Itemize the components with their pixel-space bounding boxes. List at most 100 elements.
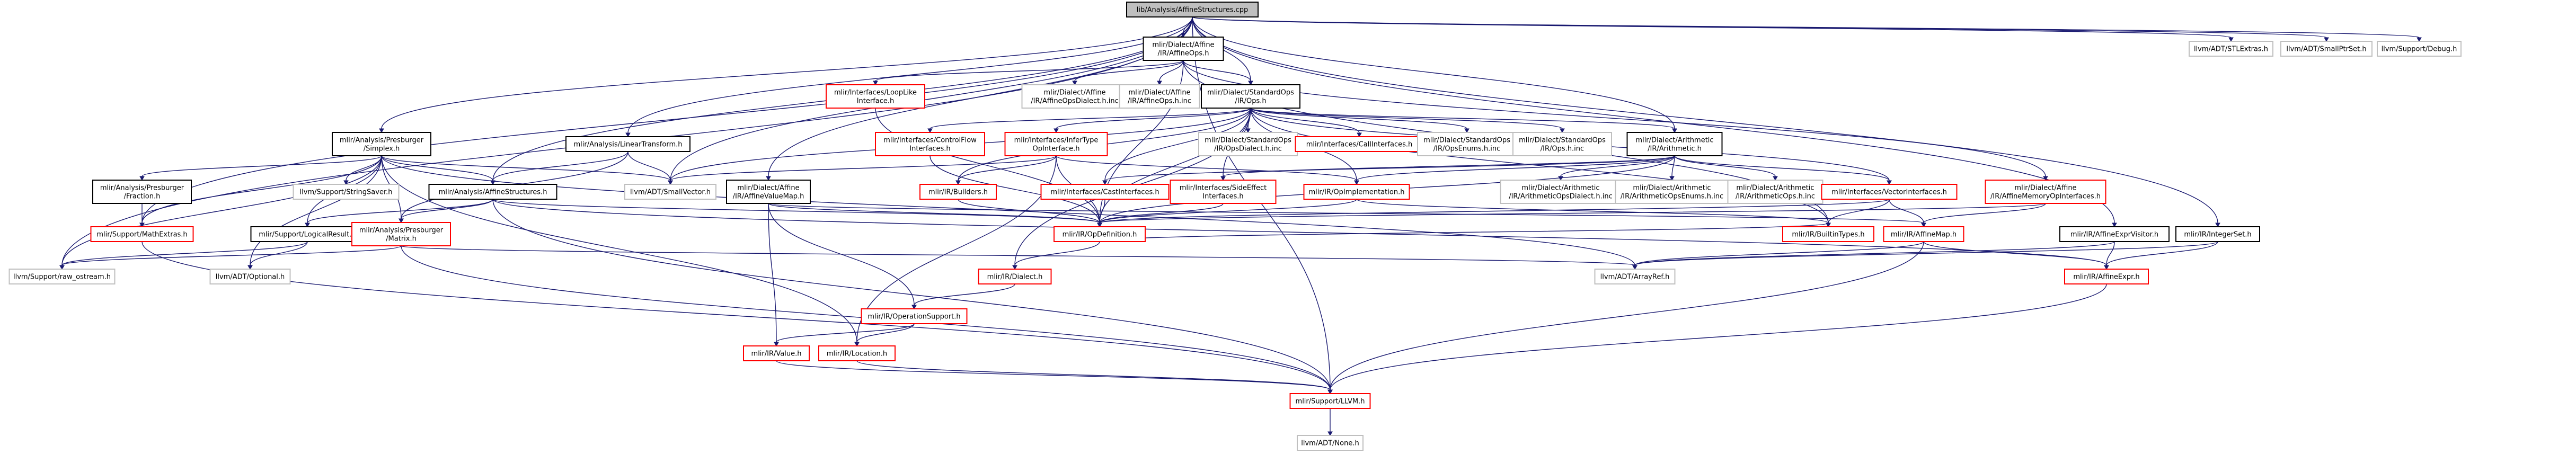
node-box (1054, 226, 1146, 242)
edge-arrowhead (379, 128, 384, 133)
dependency-edge (381, 155, 671, 181)
node-label: /IR/ArithmeticOpsEnums.h.inc (1621, 193, 1723, 201)
graph-node-affinevaluemap[interactable]: mlir/Dialect/Affine/IR/AffineValueMap.h (726, 180, 811, 204)
graph-node-integerset[interactable]: mlir/IR/IntegerSet.h (2175, 226, 2260, 242)
graph-node-stlextras[interactable]: llvm/ADT/STLExtras.h (2189, 41, 2273, 57)
node-label: mlir/Dialect/Arithmetic (1635, 137, 1713, 145)
node-box (1985, 180, 2106, 204)
graph-node-affineopsdialect[interactable]: mlir/Dialect/Affine/IR/AffineOpsDialect.… (1021, 84, 1128, 109)
graph-node-none[interactable]: llvm/ADT/None.h (1297, 435, 1364, 451)
dependency-edge (141, 241, 1331, 390)
edge-arrowhead (927, 128, 933, 133)
graph-node-stdopsenums[interactable]: mlir/Dialect/StandardOps/IR/OpsEnums.h.i… (1417, 132, 1517, 156)
graph-node-optional[interactable]: llvm/ADT/Optional.h (209, 269, 291, 284)
graph-node-affinememory[interactable]: mlir/Dialect/Affine/IR/AffineMemoryOpInt… (1985, 180, 2106, 204)
graph-node-arithopsinc[interactable]: mlir/Dialect/Arithmetic/IR/ArithmeticOps… (1727, 180, 1823, 204)
node-box (1119, 84, 1200, 109)
graph-node-matrix[interactable]: mlir/Analysis/Presburger/Matrix.h (351, 222, 451, 246)
node-label: mlir/Interfaces/VectorInterfaces.h (1831, 189, 1947, 197)
dependency-edge (1889, 199, 1924, 224)
dependency-edge (2106, 241, 2115, 266)
graph-node-logicalresult[interactable]: mlir/Support/LogicalResult.h (250, 226, 365, 242)
graph-node-builtintypes[interactable]: mlir/IR/BuiltinTypes.h (1782, 226, 1874, 242)
graph-node-rawostream[interactable]: llvm/Support/raw_ostream.h (8, 269, 116, 284)
graph-node-arrayref[interactable]: llvm/ADT/ArrayRef.h (1594, 269, 1676, 284)
graph-node-arithmetic[interactable]: mlir/Dialect/Arithmetic/IR/Arithmetic.h (1626, 132, 1723, 156)
node-box (1297, 435, 1364, 451)
dependency-edge (1250, 108, 1675, 129)
edge-arrowhead (1354, 180, 1359, 185)
dependency-edge (1923, 203, 2046, 224)
graph-node-arithenums[interactable]: mlir/Dialect/Arithmetic/IR/ArithmeticOps… (1615, 180, 1729, 204)
graph-node-affineopsinc[interactable]: mlir/Dialect/Affine/IR/AffineOps.h.inc (1119, 84, 1200, 109)
edge-arrowhead (625, 132, 631, 138)
graph-node-simplex[interactable]: mlir/Analysis/Presburger/Simplex.h (332, 132, 431, 156)
graph-node-llvm[interactable]: mlir/Support/LLVM.h (1289, 393, 1371, 409)
dependency-edge (401, 199, 493, 219)
graph-node-dialect[interactable]: mlir/IR/Dialect.h (978, 269, 1052, 284)
dependency-edge (1330, 283, 2107, 390)
graph-node-affineexpr[interactable]: mlir/IR/AffineExpr.h (2064, 269, 2149, 284)
node-box (351, 222, 451, 246)
graph-node-root: lib/Analysis/AffineStructures.cpp (1126, 2, 1259, 17)
graph-node-callinterfaces[interactable]: mlir/Interfaces/CallInterfaces.h (1295, 136, 1424, 152)
node-label: /IR/Ops.h (1235, 97, 1266, 105)
node-label: /Matrix.h (386, 235, 417, 243)
dependency-edge (141, 155, 382, 177)
node-box (1821, 184, 1958, 200)
graph-node-affineops[interactable]: mlir/Dialect/Affine/IR/AffineOps.h (1143, 37, 1224, 61)
graph-node-castinterfaces[interactable]: mlir/Interfaces/CastInterfaces.h (1040, 184, 1170, 200)
graph-node-builders[interactable]: mlir/IR/Builders.h (919, 184, 997, 200)
dependency-edge (958, 199, 1100, 224)
dependency-edge (1159, 60, 1184, 82)
node-label: /Fraction.h (124, 193, 161, 201)
node-label: llvm/Support/raw_ostream.h (13, 273, 111, 281)
edge-arrowhead (854, 342, 860, 347)
graph-node-mathextras[interactable]: mlir/Support/MathExtras.h (90, 226, 194, 242)
graph-node-stdopsinc[interactable]: mlir/Dialect/StandardOps/IR/Ops.h.inc (1512, 132, 1612, 156)
graph-node-debug[interactable]: llvm/Support/Debug.h (2377, 41, 2462, 57)
edge-arrowhead (1072, 81, 1077, 86)
graph-node-location[interactable]: mlir/IR/Location.h (818, 345, 896, 361)
graph-node-fraction[interactable]: mlir/Analysis/Presburger/Fraction.h (92, 180, 192, 204)
node-label: mlir/Dialect/Affine (737, 184, 799, 192)
node-box (1170, 180, 1277, 204)
dependency-edge (1099, 203, 1224, 224)
graph-node-operationsupport[interactable]: mlir/IR/OperationSupport.h (861, 308, 968, 324)
graph-node-affinestructures[interactable]: mlir/Analysis/AffineStructures.h (428, 184, 557, 200)
edge-arrowhead (305, 222, 310, 228)
node-box (818, 345, 896, 361)
node-label: mlir/Analysis/Presburger (359, 227, 444, 235)
graph-node-affinemap[interactable]: mlir/IR/AffineMap.h (1883, 226, 1964, 242)
node-box (293, 184, 400, 200)
graph-node-lineartransform[interactable]: mlir/Analysis/LinearTransform.h (565, 136, 691, 152)
graph-node-smallptrset[interactable]: llvm/ADT/SmallPtrSet.h (2280, 41, 2373, 57)
node-box (1782, 226, 1874, 242)
graph-node-stdops[interactable]: mlir/Dialect/StandardOps/IR/Ops.h (1201, 84, 1300, 109)
node-label: mlir/Analysis/AffineStructures.h (439, 189, 547, 197)
node-label: mlir/IR/OpImplementation.h (1309, 189, 1405, 197)
graph-node-stdopsdialect[interactable]: mlir/Dialect/StandardOps/IR/OpsDialect.h… (1198, 132, 1298, 156)
graph-node-value[interactable]: mlir/IR/Value.h (743, 345, 810, 361)
dependency-edge (856, 323, 915, 343)
graph-node-opdefinition[interactable]: mlir/IR/OpDefinition.h (1054, 226, 1146, 242)
dependency-edge (1099, 199, 1105, 224)
graph-node-smallvector[interactable]: llvm/ADT/SmallVector.h (624, 184, 716, 200)
node-label: mlir/Interfaces/LoopLike (834, 89, 917, 97)
node-label: /IR/OpsDialect.h.inc (1214, 145, 1282, 153)
graph-node-opimplementation[interactable]: mlir/IR/OpImplementation.h (1303, 184, 1410, 200)
graph-node-vectorinterfaces[interactable]: mlir/Interfaces/VectorInterfaces.h (1821, 184, 1958, 200)
edge-arrowhead (955, 180, 961, 185)
node-label: mlir/Analysis/LinearTransform.h (574, 141, 683, 149)
dependency-edge (492, 151, 628, 181)
edge-arrowhead (1826, 222, 1831, 228)
graph-node-stringsaver[interactable]: llvm/Support/StringSaver.h (293, 184, 400, 200)
edge-arrowhead (1357, 132, 1362, 138)
graph-node-arithdialect[interactable]: mlir/Dialect/Arithmetic/IR/ArithmeticOps… (1500, 180, 1622, 204)
graph-node-affineexprvisitor[interactable]: mlir/IR/AffineExprVisitor.h (2059, 226, 2170, 242)
